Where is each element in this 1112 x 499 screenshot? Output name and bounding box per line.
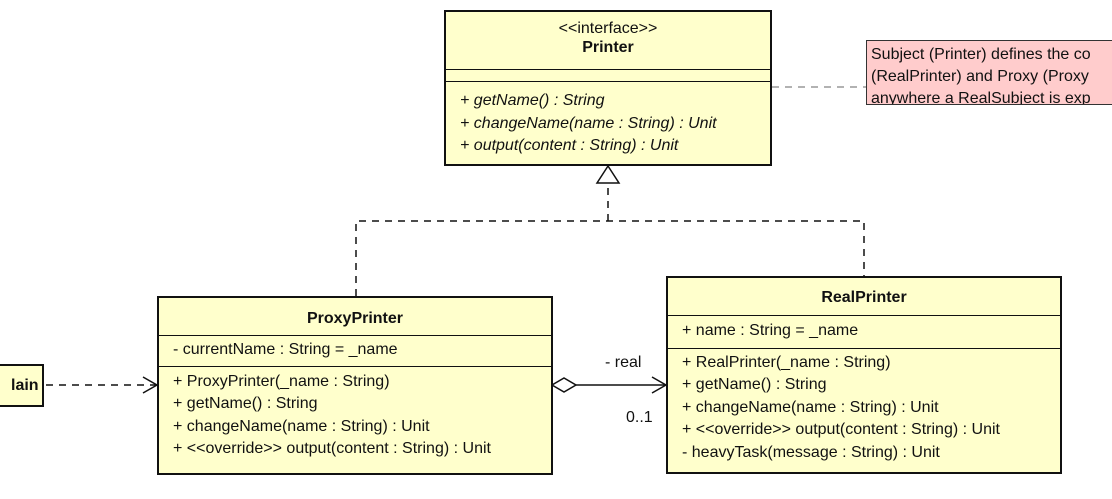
realization-proxy-line (355, 220, 865, 296)
printer-operation: + changeName(name : String) : Unit (460, 114, 717, 132)
proxy-printer-operation: + changeName(name : String) : Unit (173, 417, 430, 435)
real-printer-class-box: RealPrinter + name : String = _name + Re… (666, 276, 1062, 474)
printer-attributes-section (446, 69, 770, 81)
printer-header: <<interface>> Printer (446, 12, 770, 69)
real-printer-header: RealPrinter (668, 278, 1060, 315)
aggregation-diamond (550, 377, 578, 393)
proxy-printer-operation: + <<override>> output(content : String) … (173, 440, 491, 457)
real-printer-operation: - heavyTask(message : String) : Unit (682, 443, 940, 461)
proxy-printer-header: ProxyPrinter (159, 298, 551, 335)
proxy-printer-operation: + getName() : String (173, 395, 318, 412)
association-multiplicity-label: 0..1 (626, 409, 653, 426)
realization-arrowhead (595, 164, 621, 184)
association-role-label: - real (605, 354, 642, 371)
printer-stereotype: <<interface>> (558, 20, 658, 37)
printer-name: Printer (582, 39, 634, 56)
pattern-note: Subject (Printer) defines the co (RealPr… (866, 40, 1112, 105)
real-printer-name: RealPrinter (821, 289, 907, 306)
real-printer-operation: + changeName(name : String) : Unit (682, 398, 939, 416)
proxy-printer-class-box: ProxyPrinter - currentName : String = _n… (157, 296, 553, 475)
printer-interface-box: <<interface>> Printer + getName() : Stri… (444, 10, 772, 166)
printer-operations-section: + getName() : String + changeName(name :… (446, 81, 770, 158)
proxy-printer-attribute: - currentName : String = _name (173, 341, 398, 358)
note-line: anywhere a RealSubject is exp (871, 90, 1091, 105)
proxy-printer-operations-section: + ProxyPrinter(_name : String) + getName… (159, 365, 551, 461)
main-class-box: lain (0, 364, 44, 407)
main-class-name: lain (11, 377, 39, 394)
real-printer-attribute: + name : String = _name (682, 322, 859, 339)
real-printer-operation: + RealPrinter(_name : String) (682, 353, 891, 371)
real-printer-operations-section: + RealPrinter(_name : String) + getName(… (668, 347, 1060, 465)
real-printer-operation: + <<override>> output(content : String) … (682, 421, 1000, 438)
note-line: (RealPrinter) and Proxy (Proxy (871, 68, 1089, 85)
printer-operation: + getName() : String (460, 92, 605, 109)
proxy-printer-operation: + ProxyPrinter(_name : String) (173, 372, 390, 390)
real-printer-operation: + getName() : String (682, 376, 827, 393)
proxy-printer-attributes-section: - currentName : String = _name (159, 335, 551, 366)
proxy-printer-name: ProxyPrinter (306, 310, 404, 327)
real-printer-attributes-section: + name : String = _name (668, 315, 1060, 348)
printer-operation: + output(content : String) : Unit (460, 137, 679, 154)
note-line: Subject (Printer) defines the co (871, 46, 1091, 63)
